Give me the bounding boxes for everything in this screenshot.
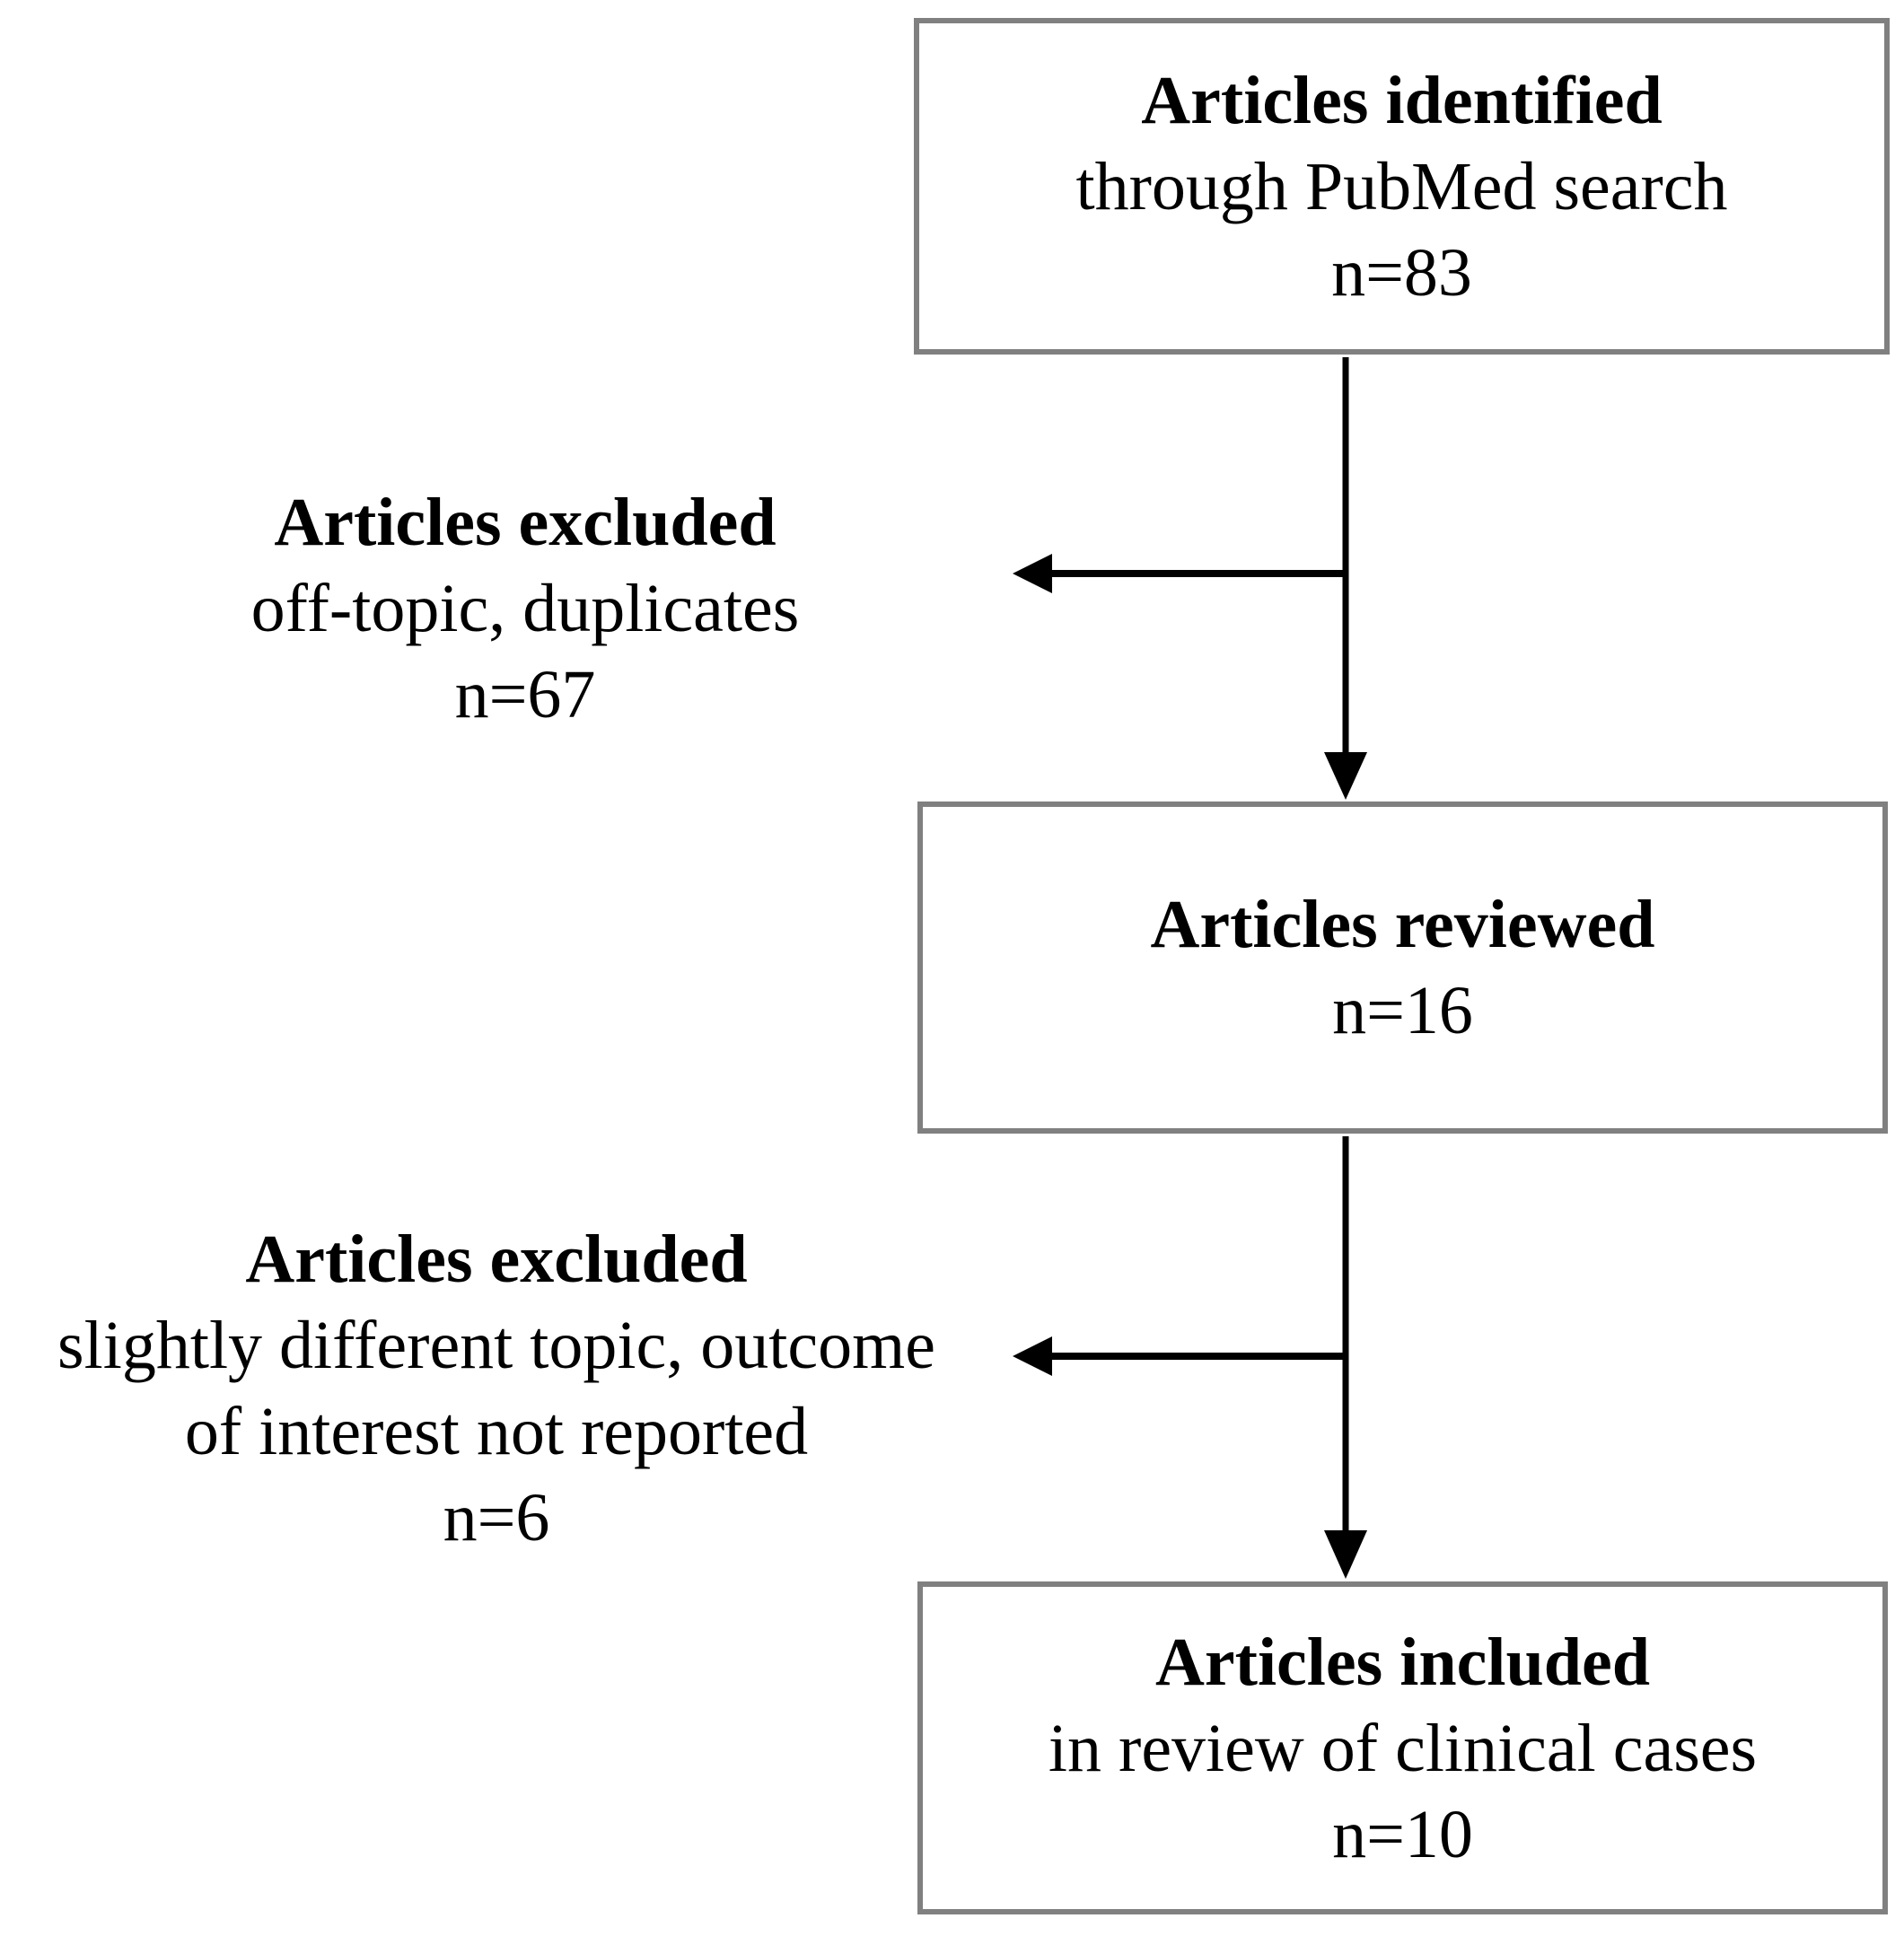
- box-articles-reviewed-heading: Articles reviewed: [1150, 887, 1655, 962]
- excluded-note-1-count: n=67: [454, 657, 596, 732]
- box-articles-included-heading: Articles included: [1155, 1624, 1650, 1700]
- box-articles-included-count: n=10: [1332, 1796, 1473, 1872]
- box-articles-included: Articles included in review of clinical …: [917, 1581, 1888, 1914]
- arrow-down-icon: [1324, 1530, 1367, 1579]
- arrow-to-excluded-2: [1013, 1336, 1346, 1376]
- excluded-note-2-count: n=6: [443, 1480, 550, 1555]
- excluded-note-1-reason: off-topic, duplicates: [250, 571, 800, 646]
- excluded-note-2-reason-line1: slightly different topic, outcome: [57, 1308, 935, 1383]
- box-articles-included-subline: in review of clinical cases: [1048, 1710, 1758, 1786]
- box-articles-identified-subline: through PubMed search: [1075, 148, 1728, 224]
- box-articles-reviewed: Articles reviewed n=16: [917, 802, 1888, 1134]
- excluded-note-2: Articles excluded slightly different top…: [48, 1216, 945, 1561]
- box-articles-identified-heading: Articles identified: [1141, 62, 1663, 138]
- box-articles-reviewed-count: n=16: [1332, 973, 1473, 1048]
- arrow-down-icon: [1324, 752, 1367, 800]
- excluded-note-1: Articles excluded off-topic, duplicates …: [76, 479, 974, 738]
- excluded-note-2-heading: Articles excluded: [245, 1222, 748, 1297]
- box-articles-identified-count: n=83: [1331, 234, 1472, 311]
- arrow-left-icon: [1013, 1336, 1052, 1376]
- excluded-note-2-reason-line2: of interest not reported: [184, 1394, 809, 1469]
- arrow-to-excluded-1: [1013, 554, 1346, 593]
- arrow-identified-to-reviewed: [1324, 357, 1367, 800]
- arrow-reviewed-to-included: [1324, 1136, 1367, 1579]
- box-articles-identified: Articles identified through PubMed searc…: [914, 18, 1890, 355]
- arrow-left-icon: [1013, 554, 1052, 593]
- excluded-note-1-heading: Articles excluded: [274, 485, 777, 560]
